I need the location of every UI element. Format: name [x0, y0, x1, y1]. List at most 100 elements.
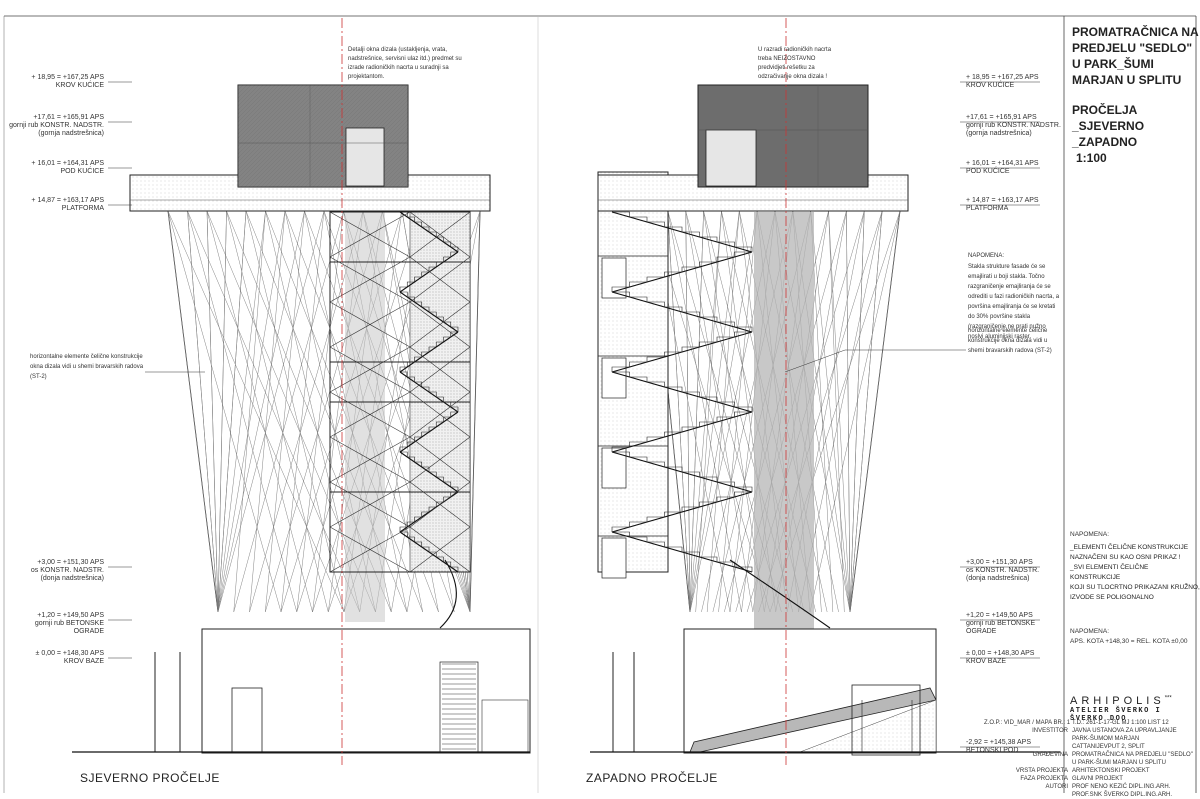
shaft-window [601, 447, 627, 489]
title-line-4: MARJAN U SPLITU [1072, 73, 1182, 87]
stair-step [646, 356, 665, 362]
stair-step [443, 256, 451, 262]
stair-step [421, 466, 430, 472]
stair-step [406, 281, 415, 287]
level-label-line: gornji rub BETONSKE [34, 620, 104, 627]
level-label-line: + 18,95 = +167,25 APS [966, 74, 1039, 81]
mesh-strut [167, 210, 282, 613]
level-label-line: +3,00 = +151,30 APS [37, 559, 104, 566]
stair-step [699, 316, 718, 322]
stair-step [629, 456, 648, 462]
stair-step [664, 386, 683, 392]
title-table-value: T.D.: 261-1-17-GL MJ 1:100 LIST 12 [1072, 720, 1169, 726]
north-horizontal-note: horizontalne elemente čelične konstrukci… [30, 354, 144, 380]
north-view-label: SJEVERNO PROČELJE [80, 771, 220, 785]
mesh-strut [849, 210, 883, 613]
mesh-strut [689, 210, 758, 613]
mesh-strut [206, 210, 313, 613]
level-label-line: +17,61 = +165,91 APS [966, 114, 1037, 121]
mesh-strut [706, 210, 740, 613]
shaft-brace [329, 526, 411, 573]
mesh-strut [810, 210, 834, 613]
stair-step [646, 436, 665, 442]
shaft-brace [409, 301, 471, 348]
stair-step [399, 446, 408, 452]
stair-step [450, 411, 458, 417]
level-label-line: KROV KUĆICE [966, 82, 1015, 89]
level-label-line: +1,20 = +149,50 APS [37, 612, 104, 619]
stair-step [436, 556, 444, 562]
stair-step [612, 211, 630, 217]
title-table-label: AUTORI [1045, 784, 1068, 790]
stair-step [681, 346, 700, 352]
stair-step [664, 271, 682, 277]
stair-step [664, 431, 682, 437]
level-label-line: + 18,95 = +167,25 APS [31, 74, 104, 81]
level-label-line: POD KUĆICE [60, 168, 104, 175]
shaft-window [601, 357, 627, 399]
stair-step [400, 291, 408, 297]
level-label-line: (gornja nadstrešnica) [966, 130, 1032, 137]
stair-step [682, 391, 700, 397]
shaft-brace [409, 481, 471, 528]
mesh-strut [233, 210, 344, 613]
stair-step [664, 511, 682, 517]
stair-step [407, 216, 415, 222]
stair-step [414, 541, 423, 547]
stair-step [629, 216, 648, 222]
level-label-line: KROV BAZE [966, 658, 1007, 665]
west-view-label: ZAPADNO PROČELJE [586, 771, 718, 785]
stair-step [435, 341, 444, 347]
stair-step [682, 471, 700, 477]
stair-step [629, 361, 647, 367]
mesh-strut [849, 210, 865, 613]
stair-step [414, 221, 423, 227]
mesh-strut [187, 210, 297, 613]
stair-step [664, 226, 683, 232]
stair-step [436, 316, 444, 322]
stair-step [699, 556, 718, 562]
stair-step [611, 446, 630, 452]
mesh-strut [846, 210, 851, 613]
subtitle-line-2: _SJEVERNO [1072, 119, 1145, 133]
level-label-line: KROV KUĆICE [55, 82, 104, 89]
stair-step [629, 281, 647, 287]
mesh-strut [217, 210, 247, 613]
stair-step [428, 266, 437, 272]
level-label-line: gornji rub BETONSKE [966, 620, 1036, 627]
stair-step [734, 331, 752, 337]
level-label-line: ± 0,00 = +148,30 APS [35, 650, 104, 657]
stair-step [681, 426, 700, 432]
mesh-strut [849, 210, 901, 613]
napomena-title: NAPOMENA: [968, 253, 1005, 259]
level-label-line: +1,20 = +149,50 APS [966, 612, 1033, 619]
stair-step [400, 371, 408, 377]
level-label-line: +17,61 = +165,91 APS [33, 114, 104, 121]
title-line-3: U PARK_ŠUMI [1072, 57, 1154, 71]
stair-step [716, 256, 735, 262]
shaft-brace [409, 391, 471, 438]
level-label-line: + 16,01 = +164,31 APS [31, 160, 104, 167]
title-table-value: JAVNA USTANOVA ZA UPRAVLJANJE [1072, 728, 1177, 734]
mesh-strut [265, 210, 360, 613]
stair-step [681, 266, 700, 272]
mesh-strut [265, 210, 423, 613]
stair-step [443, 241, 452, 247]
stair-step [734, 491, 752, 497]
shaft-brace [409, 436, 471, 483]
level-label-line: OGRADE [73, 628, 104, 635]
stair-step [699, 476, 718, 482]
mesh-strut [689, 210, 722, 613]
stair-step [421, 511, 429, 517]
stair-step [407, 296, 415, 302]
stair-step [611, 286, 630, 292]
mesh-strut [469, 210, 481, 613]
stair-step [629, 441, 647, 447]
north-base-stairs [442, 663, 476, 750]
stair-step [664, 351, 682, 357]
